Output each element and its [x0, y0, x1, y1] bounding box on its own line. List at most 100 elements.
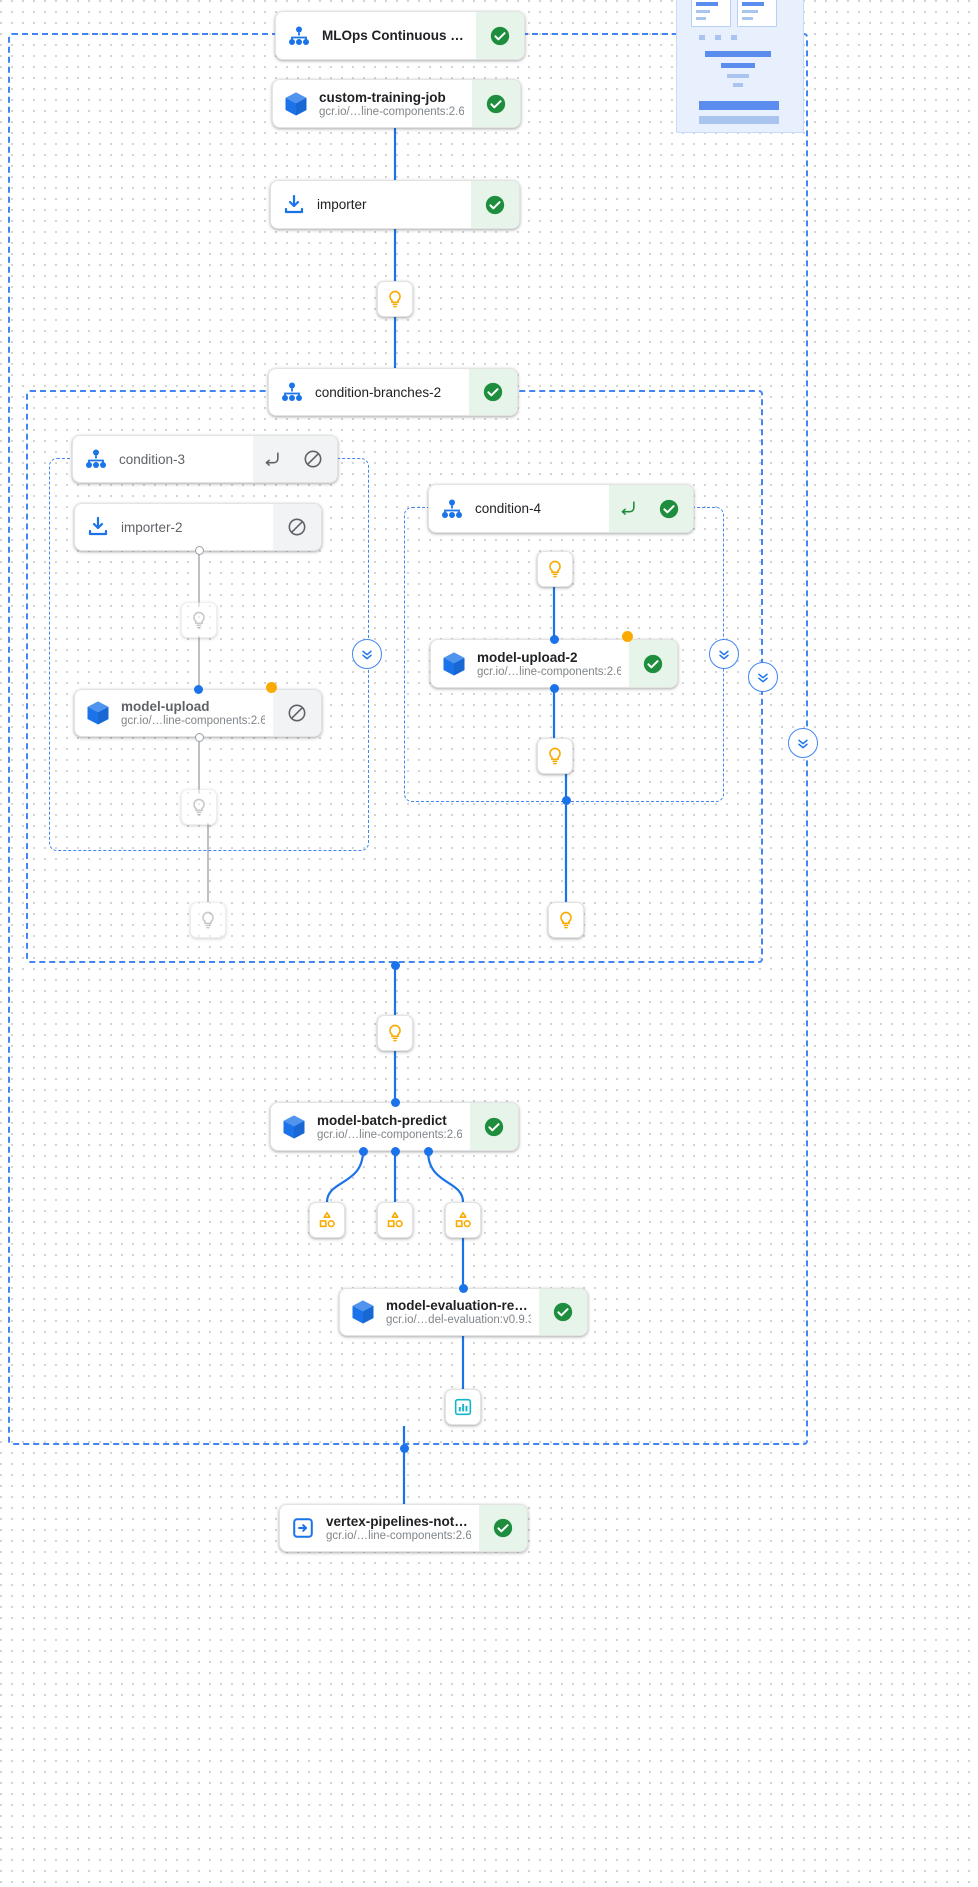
minimap-bar — [715, 35, 721, 40]
subgraph-expand-icon[interactable] — [609, 485, 645, 532]
node-model-upload[interactable]: model-upload gcr.io/…line-components:2.6… — [74, 689, 322, 737]
edge-dot — [562, 796, 571, 805]
node-text: MLOps Continuous Traini… — [322, 12, 476, 59]
node-custom-training-job[interactable]: custom-training-job gcr.io/…line-compone… — [272, 79, 521, 128]
graph-minimap[interactable] — [676, 0, 804, 133]
check-circle-icon — [659, 499, 679, 518]
lightbulb-artifact-icon — [549, 747, 561, 765]
status-badge — [472, 80, 520, 127]
node-title: importer — [317, 197, 367, 212]
node-text: model-evaluation-regres… gcr.io/…del-eva… — [386, 1289, 539, 1335]
node-title: model-batch-predict — [317, 1112, 447, 1128]
node-title: model-upload-2 — [477, 649, 578, 665]
artifact-after-importer[interactable] — [377, 281, 413, 317]
node-text: model-upload gcr.io/…line-components:2.6… — [121, 690, 273, 736]
status-badge — [645, 485, 693, 532]
node-condition-branches-2[interactable]: condition-branches-2 — [268, 368, 518, 416]
collapse-root-button[interactable] — [788, 728, 818, 758]
artifact-before-batch-predict[interactable] — [377, 1015, 413, 1051]
chevron-double-down-icon — [362, 650, 372, 660]
node-condition-4[interactable]: condition-4 — [428, 484, 694, 533]
status-badge — [289, 436, 337, 482]
collapse-condition-4-button[interactable] — [709, 639, 739, 669]
node-text: custom-training-job gcr.io/…line-compone… — [319, 80, 472, 127]
minimap-bar — [742, 17, 753, 20]
minimap-bar — [731, 35, 737, 40]
minimap-bar — [727, 74, 749, 78]
node-text: condition-branches-2 — [315, 369, 469, 415]
node-model-upload-2[interactable]: model-upload-2 gcr.io/…line-components:2… — [430, 639, 678, 688]
edge-dot — [391, 961, 400, 970]
exit-arrow-icon — [280, 1505, 326, 1551]
lightbulb-artifact-icon — [193, 798, 205, 816]
component-cube-icon — [431, 640, 477, 687]
status-badge — [273, 504, 321, 550]
minimap-bar — [699, 116, 779, 124]
node-text: condition-4 — [475, 485, 609, 532]
minimap-bar — [705, 51, 771, 57]
node-vertex-pipelines-notification[interactable]: vertex-pipelines-notificat… gcr.io/…line… — [279, 1504, 528, 1552]
dag-hierarchy-icon — [429, 485, 475, 532]
node-title: MLOps Continuous Traini… — [322, 28, 468, 43]
status-badge — [539, 1289, 587, 1335]
node-mlops-continuous-training[interactable]: MLOps Continuous Traini… — [275, 11, 525, 60]
node-model-batch-predict[interactable]: model-batch-predict gcr.io/…line-compone… — [270, 1102, 519, 1151]
block-circle-icon — [288, 518, 306, 536]
edge-dot — [195, 733, 204, 742]
dataset-shapes-icon — [387, 1211, 403, 1228]
edge-dot — [424, 1147, 433, 1156]
node-subtitle: gcr.io/…line-components:2.6.0 — [319, 105, 464, 118]
chevron-double-down-icon — [798, 739, 808, 749]
edge-dot — [550, 684, 559, 693]
artifact-after-importer-2[interactable] — [181, 602, 217, 638]
artifact-condition-4-out[interactable] — [548, 902, 584, 938]
collapse-condition-3-button[interactable] — [352, 639, 382, 669]
check-circle-icon — [483, 382, 503, 402]
check-circle-icon — [493, 1518, 513, 1538]
node-subtitle: gcr.io/…line-components:2.6.0 — [317, 1128, 462, 1141]
status-badge — [469, 369, 517, 415]
node-title: condition-3 — [119, 451, 186, 467]
edge-dot — [194, 685, 203, 694]
node-importer[interactable]: importer — [270, 180, 520, 229]
lightbulb-artifact-icon — [389, 290, 401, 308]
edge-dot — [400, 1444, 409, 1453]
artifact-condition-3-out[interactable] — [190, 902, 226, 938]
component-cube-icon — [340, 1289, 386, 1335]
lightbulb-artifact-icon — [193, 611, 205, 629]
component-cube-icon — [75, 690, 121, 736]
collapse-branches-button[interactable] — [748, 662, 778, 692]
check-circle-icon — [553, 1302, 573, 1322]
edge-dot — [359, 1147, 368, 1156]
artifact-before-model-upload-2[interactable] — [537, 551, 573, 587]
artifact-after-model-upload[interactable] — [181, 789, 217, 825]
node-subtitle: gcr.io/…line-components:2.6.0 — [477, 665, 621, 678]
minimap-bar — [696, 10, 710, 13]
node-importer-2[interactable]: importer-2 — [74, 503, 322, 551]
minimap-bar — [696, 17, 706, 20]
dataset-2[interactable] — [377, 1202, 413, 1238]
node-condition-3[interactable]: condition-3 — [72, 435, 338, 483]
artifact-after-model-upload-2[interactable] — [537, 738, 573, 774]
node-title: condition-branches-2 — [315, 384, 442, 400]
import-download-icon — [75, 504, 121, 550]
edge-dot — [391, 1147, 400, 1156]
node-title: model-upload — [121, 699, 210, 714]
status-badge — [273, 690, 321, 736]
status-badge — [476, 12, 524, 59]
node-model-evaluation-regression[interactable]: model-evaluation-regres… gcr.io/…del-eva… — [339, 1288, 588, 1336]
node-subtitle: gcr.io/…line-components:2.6.0 — [121, 715, 265, 727]
dataset-1[interactable] — [309, 1202, 345, 1238]
lightbulb-artifact-icon — [560, 911, 572, 929]
dataset-3[interactable] — [445, 1202, 481, 1238]
node-title: vertex-pipelines-notificat… — [326, 1514, 471, 1529]
minimap-bar — [699, 35, 705, 40]
node-title: condition-4 — [475, 501, 542, 516]
edge-dot — [550, 635, 559, 644]
subgraph-expand-icon[interactable] — [253, 436, 289, 482]
minimap-bar — [733, 83, 743, 87]
node-text: importer-2 — [121, 504, 273, 550]
metrics-1[interactable] — [445, 1389, 481, 1425]
